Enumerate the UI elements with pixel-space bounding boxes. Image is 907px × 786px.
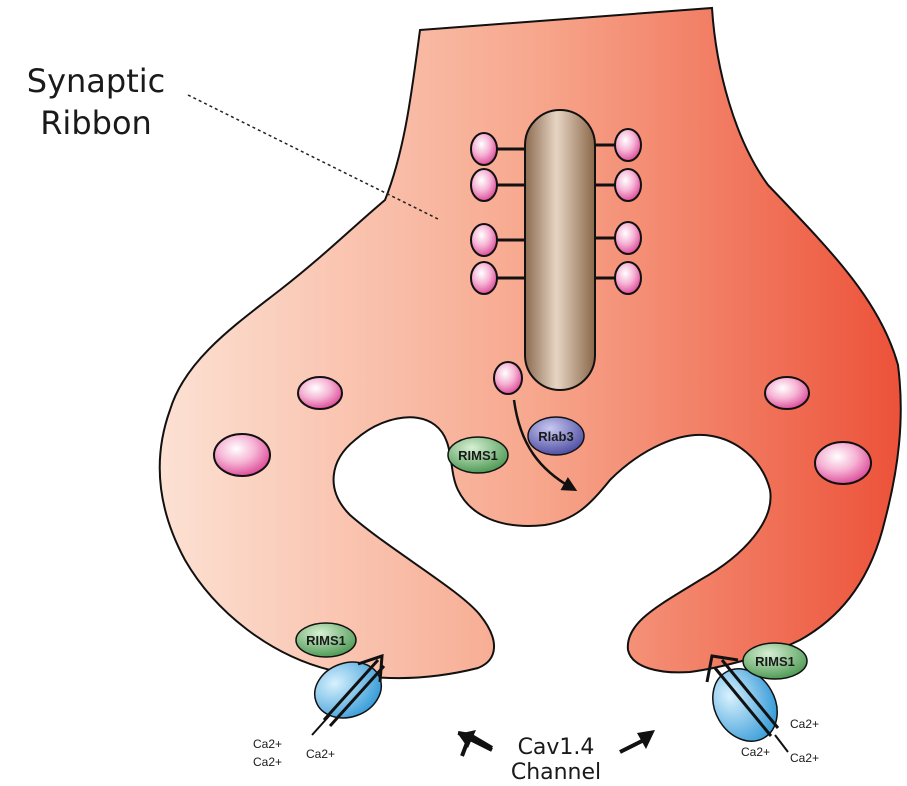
vesicle	[471, 169, 497, 201]
channel-label-line1: Cav1.4	[518, 735, 595, 760]
ca-ion-label: Ca2+	[790, 717, 819, 731]
vesicle	[615, 169, 641, 201]
ca-ion-label: Ca2+	[790, 751, 819, 765]
svg-text:Rlab3: Rlab3	[538, 429, 573, 444]
synaptic-ribbon	[525, 110, 595, 390]
ca-ion-label: Ca2+	[306, 747, 335, 761]
rims1-center: RIMS1	[448, 437, 508, 473]
channel-label-line2: Channel	[511, 760, 601, 785]
vesicle	[615, 129, 641, 161]
rims1-right: RIMS1	[743, 643, 807, 679]
vesicle	[471, 262, 497, 294]
vesicle	[494, 362, 522, 394]
arrow-right-icon-head	[637, 730, 655, 749]
ca-ion-label: Ca2+	[741, 745, 770, 759]
rims1-left: RIMS1	[296, 623, 356, 657]
ribbon-label-line1: Synaptic	[27, 62, 165, 100]
rab3: Rlab3	[528, 417, 584, 455]
vesicle	[298, 377, 342, 409]
ribbon-label-line2: Ribbon	[40, 104, 152, 142]
ca-ion-label: Ca2+	[253, 737, 282, 751]
vesicle	[615, 262, 641, 294]
vesicle	[471, 133, 497, 165]
vesicle	[471, 224, 497, 256]
vesicle	[815, 442, 871, 484]
svg-text:RIMS1: RIMS1	[755, 654, 795, 669]
vesicle	[615, 222, 641, 254]
vesicle	[765, 377, 809, 409]
svg-text:RIMS1: RIMS1	[306, 633, 346, 648]
svg-text:RIMS1: RIMS1	[458, 448, 498, 463]
vesicle	[214, 434, 270, 476]
ca-ion-label: Ca2+	[253, 755, 282, 769]
